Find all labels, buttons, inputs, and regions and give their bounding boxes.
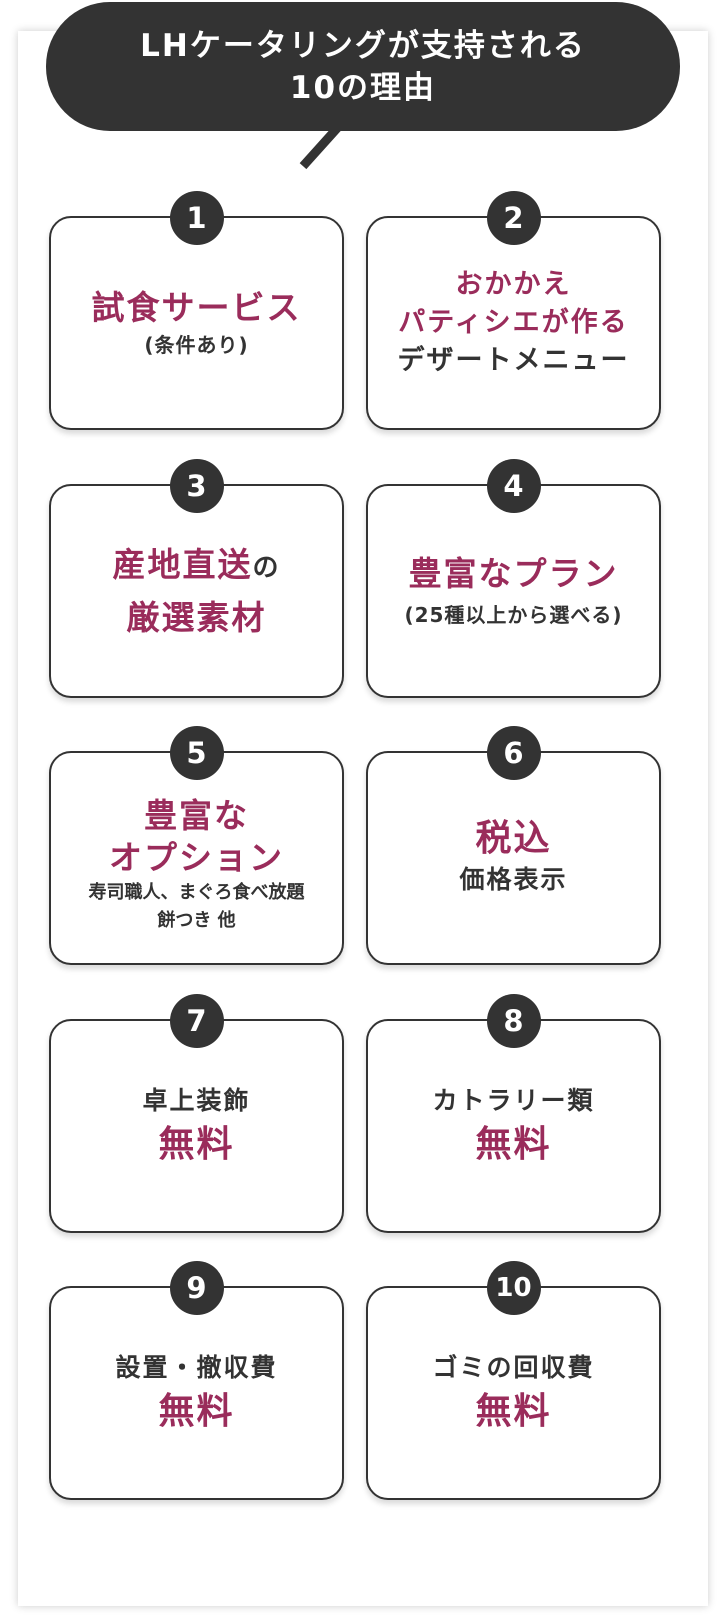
reason-title: 税込: [475, 818, 552, 859]
reason-title-line1: おかかえ: [455, 269, 572, 300]
reason-card-6: 6 税込 価格表示: [366, 726, 661, 965]
reason-note: 価格表示: [459, 865, 568, 894]
reason-title-line1: 豊富な: [144, 796, 249, 835]
page-title-line1: LHケータリングが支持される: [140, 27, 586, 64]
reason-title-particle: の: [252, 552, 281, 583]
reason-card-2: 2 おかかえ パティシエが作る デザートメニュー: [366, 191, 661, 430]
reason-card-9: 9 設置・撤収費 無料: [49, 1261, 344, 1500]
reason-label: 設置・撤収費: [115, 1353, 278, 1382]
reason-note-line1: 寿司職人、まぐろ食べ放題: [88, 882, 305, 903]
reason-title-line2: オプション: [109, 838, 284, 877]
reason-card-4: 4 豊富なプラン (25種以上から選べる): [366, 459, 661, 698]
reason-value-free: 無料: [158, 1124, 235, 1165]
reason-note: (25種以上から選べる): [404, 603, 623, 627]
reason-note: (条件あり): [144, 333, 249, 357]
title-speech-bubble: LHケータリングが支持される 10の理由: [46, 2, 680, 131]
reason-card-1: 1 試食サービス (条件あり): [49, 191, 344, 430]
reason-number-badge: 8: [486, 994, 541, 1048]
reason-card-7: 7 卓上装飾 無料: [49, 994, 344, 1233]
reason-label: 卓上装飾: [142, 1086, 251, 1115]
reason-title: 豊富なプラン: [408, 554, 619, 593]
reason-number-badge: 9: [169, 1261, 224, 1315]
reason-card-8: 8 カトラリー類 無料: [366, 994, 661, 1233]
reason-title: 試食サービス: [91, 288, 302, 327]
reason-label: ゴミの回収費: [432, 1353, 595, 1382]
reason-title-highlight: 産地直送: [112, 544, 253, 584]
reason-card-5: 5 豊富な オプション 寿司職人、まぐろ食べ放題 餅つき 他: [49, 726, 344, 965]
reason-value-free: 無料: [475, 1391, 552, 1432]
reason-number-badge: 10: [486, 1261, 541, 1315]
reason-title-line3: デザートメニュー: [397, 345, 630, 376]
reason-title-line2: 厳選素材: [126, 597, 267, 637]
reason-value-free: 無料: [158, 1391, 235, 1432]
reason-number-badge: 5: [169, 726, 224, 780]
reason-number-badge: 4: [486, 459, 541, 513]
reason-number-badge: 6: [486, 726, 541, 780]
reason-title-line1: 産地直送の: [112, 540, 280, 593]
reason-note-line2: 餅つき 他: [157, 910, 236, 931]
reason-title-line2: パティシエが作る: [398, 307, 629, 338]
reason-number-badge: 3: [169, 459, 224, 513]
reason-label: カトラリー類: [432, 1086, 595, 1115]
reason-card-3: 3 産地直送の 厳選素材: [49, 459, 344, 698]
reason-number-badge: 7: [169, 994, 224, 1048]
reason-number-badge: 1: [169, 191, 224, 245]
reason-card-10: 10 ゴミの回収費 無料: [366, 1261, 661, 1500]
page-title-line2: 10の理由: [289, 69, 437, 106]
reason-number-badge: 2: [486, 191, 541, 245]
reason-value-free: 無料: [475, 1124, 552, 1165]
